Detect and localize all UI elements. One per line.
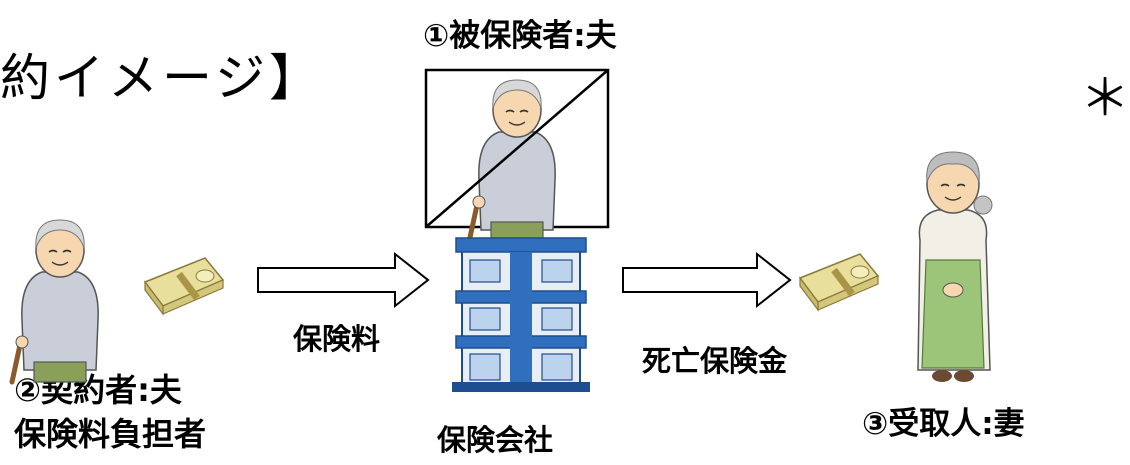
contractor-figure <box>12 220 98 382</box>
recipient-figure <box>917 151 993 382</box>
diagram-title: 約イメージ】 <box>0 49 323 107</box>
premium-arrow-label: 保険料 <box>293 322 381 356</box>
death-benefit-arrow-label: 死亡保険金 <box>642 344 788 378</box>
premium-money-icon <box>145 258 223 314</box>
premium-arrow <box>257 251 430 309</box>
death-benefit-money-icon <box>800 254 878 310</box>
insurance-company-label: 保険会社 <box>437 423 554 457</box>
contractor-label-line2: 保険料負担者 <box>14 415 207 453</box>
insurance-company-building <box>452 237 590 392</box>
insured-label: ①被保険者:夫 <box>423 18 617 54</box>
death-benefit-arrow <box>622 251 792 309</box>
insured-portrait <box>424 68 610 242</box>
diagram-title-right-fragment: ＊保 <box>1080 69 1130 127</box>
recipient-label: ③受取人:妻 <box>862 406 1025 442</box>
